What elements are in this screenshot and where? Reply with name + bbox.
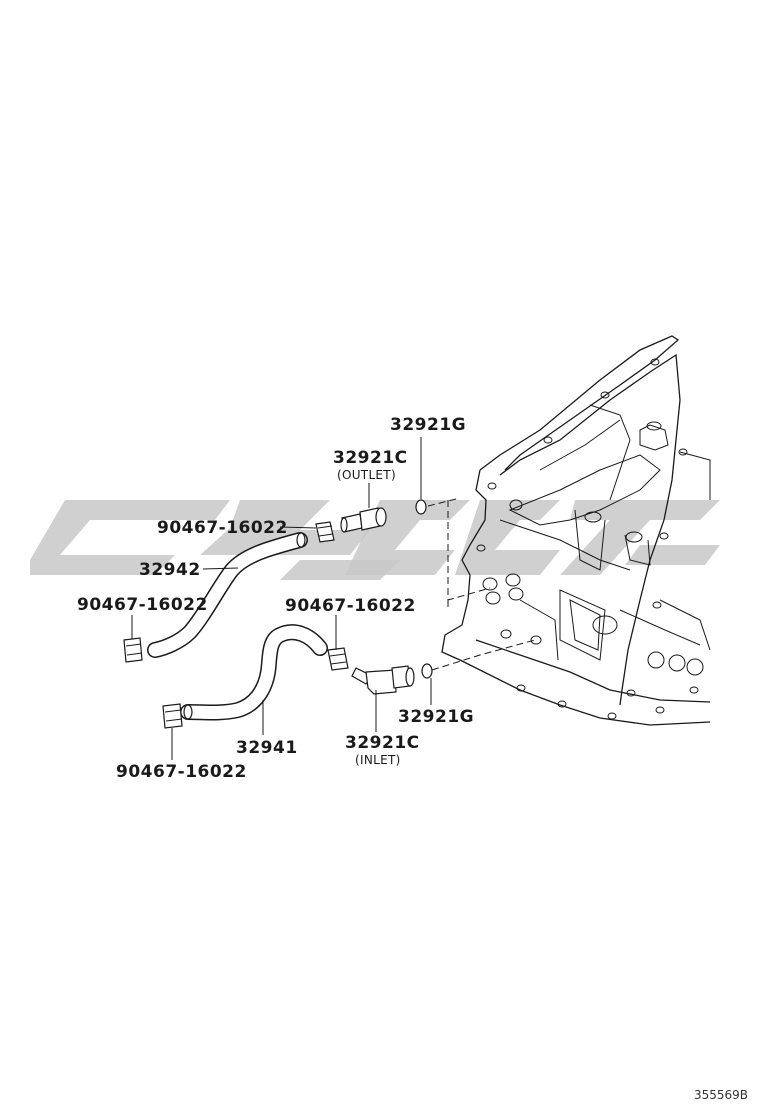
transmission-case	[441, 335, 711, 726]
clamp-outlet[interactable]	[315, 521, 335, 543]
routing-lines	[427, 497, 536, 671]
fitting-outlet[interactable]	[340, 507, 387, 533]
label-hose-upper[interactable]: 32942	[139, 560, 201, 580]
label-oring-top[interactable]: 32921G	[390, 415, 466, 435]
label-fitting-outlet[interactable]: 32921C	[333, 448, 408, 468]
label-clamp-4[interactable]: 90467-16022	[116, 762, 247, 782]
label-clamp-2[interactable]: 90467-16022	[77, 595, 208, 615]
clamp-upper-left[interactable]	[123, 637, 143, 663]
label-clamp-1[interactable]: 90467-16022	[157, 518, 288, 538]
fitting-inlet[interactable]	[351, 665, 415, 695]
part-labels: 32921G 32921C (OUTLET) 90467-16022 32942…	[77, 415, 474, 782]
label-fitting-inlet[interactable]: 32921C	[345, 733, 420, 753]
illustration-number: 355569B	[694, 1088, 748, 1102]
hose-lower[interactable]	[180, 624, 328, 721]
oring-top[interactable]	[415, 499, 427, 515]
oring-bottom[interactable]	[421, 663, 433, 679]
label-oring-bottom[interactable]: 32921G	[398, 707, 474, 727]
label-hose-lower[interactable]: 32941	[236, 738, 298, 758]
label-clamp-3[interactable]: 90467-16022	[285, 596, 416, 616]
clamp-inlet[interactable]	[327, 647, 349, 671]
label-fitting-inlet-sub: (INLET)	[355, 753, 401, 767]
leader-lines	[131, 437, 432, 760]
label-fitting-outlet-sub: (OUTLET)	[337, 468, 396, 482]
hose-upper[interactable]	[147, 532, 308, 658]
clamp-lower-left[interactable]	[162, 703, 183, 729]
